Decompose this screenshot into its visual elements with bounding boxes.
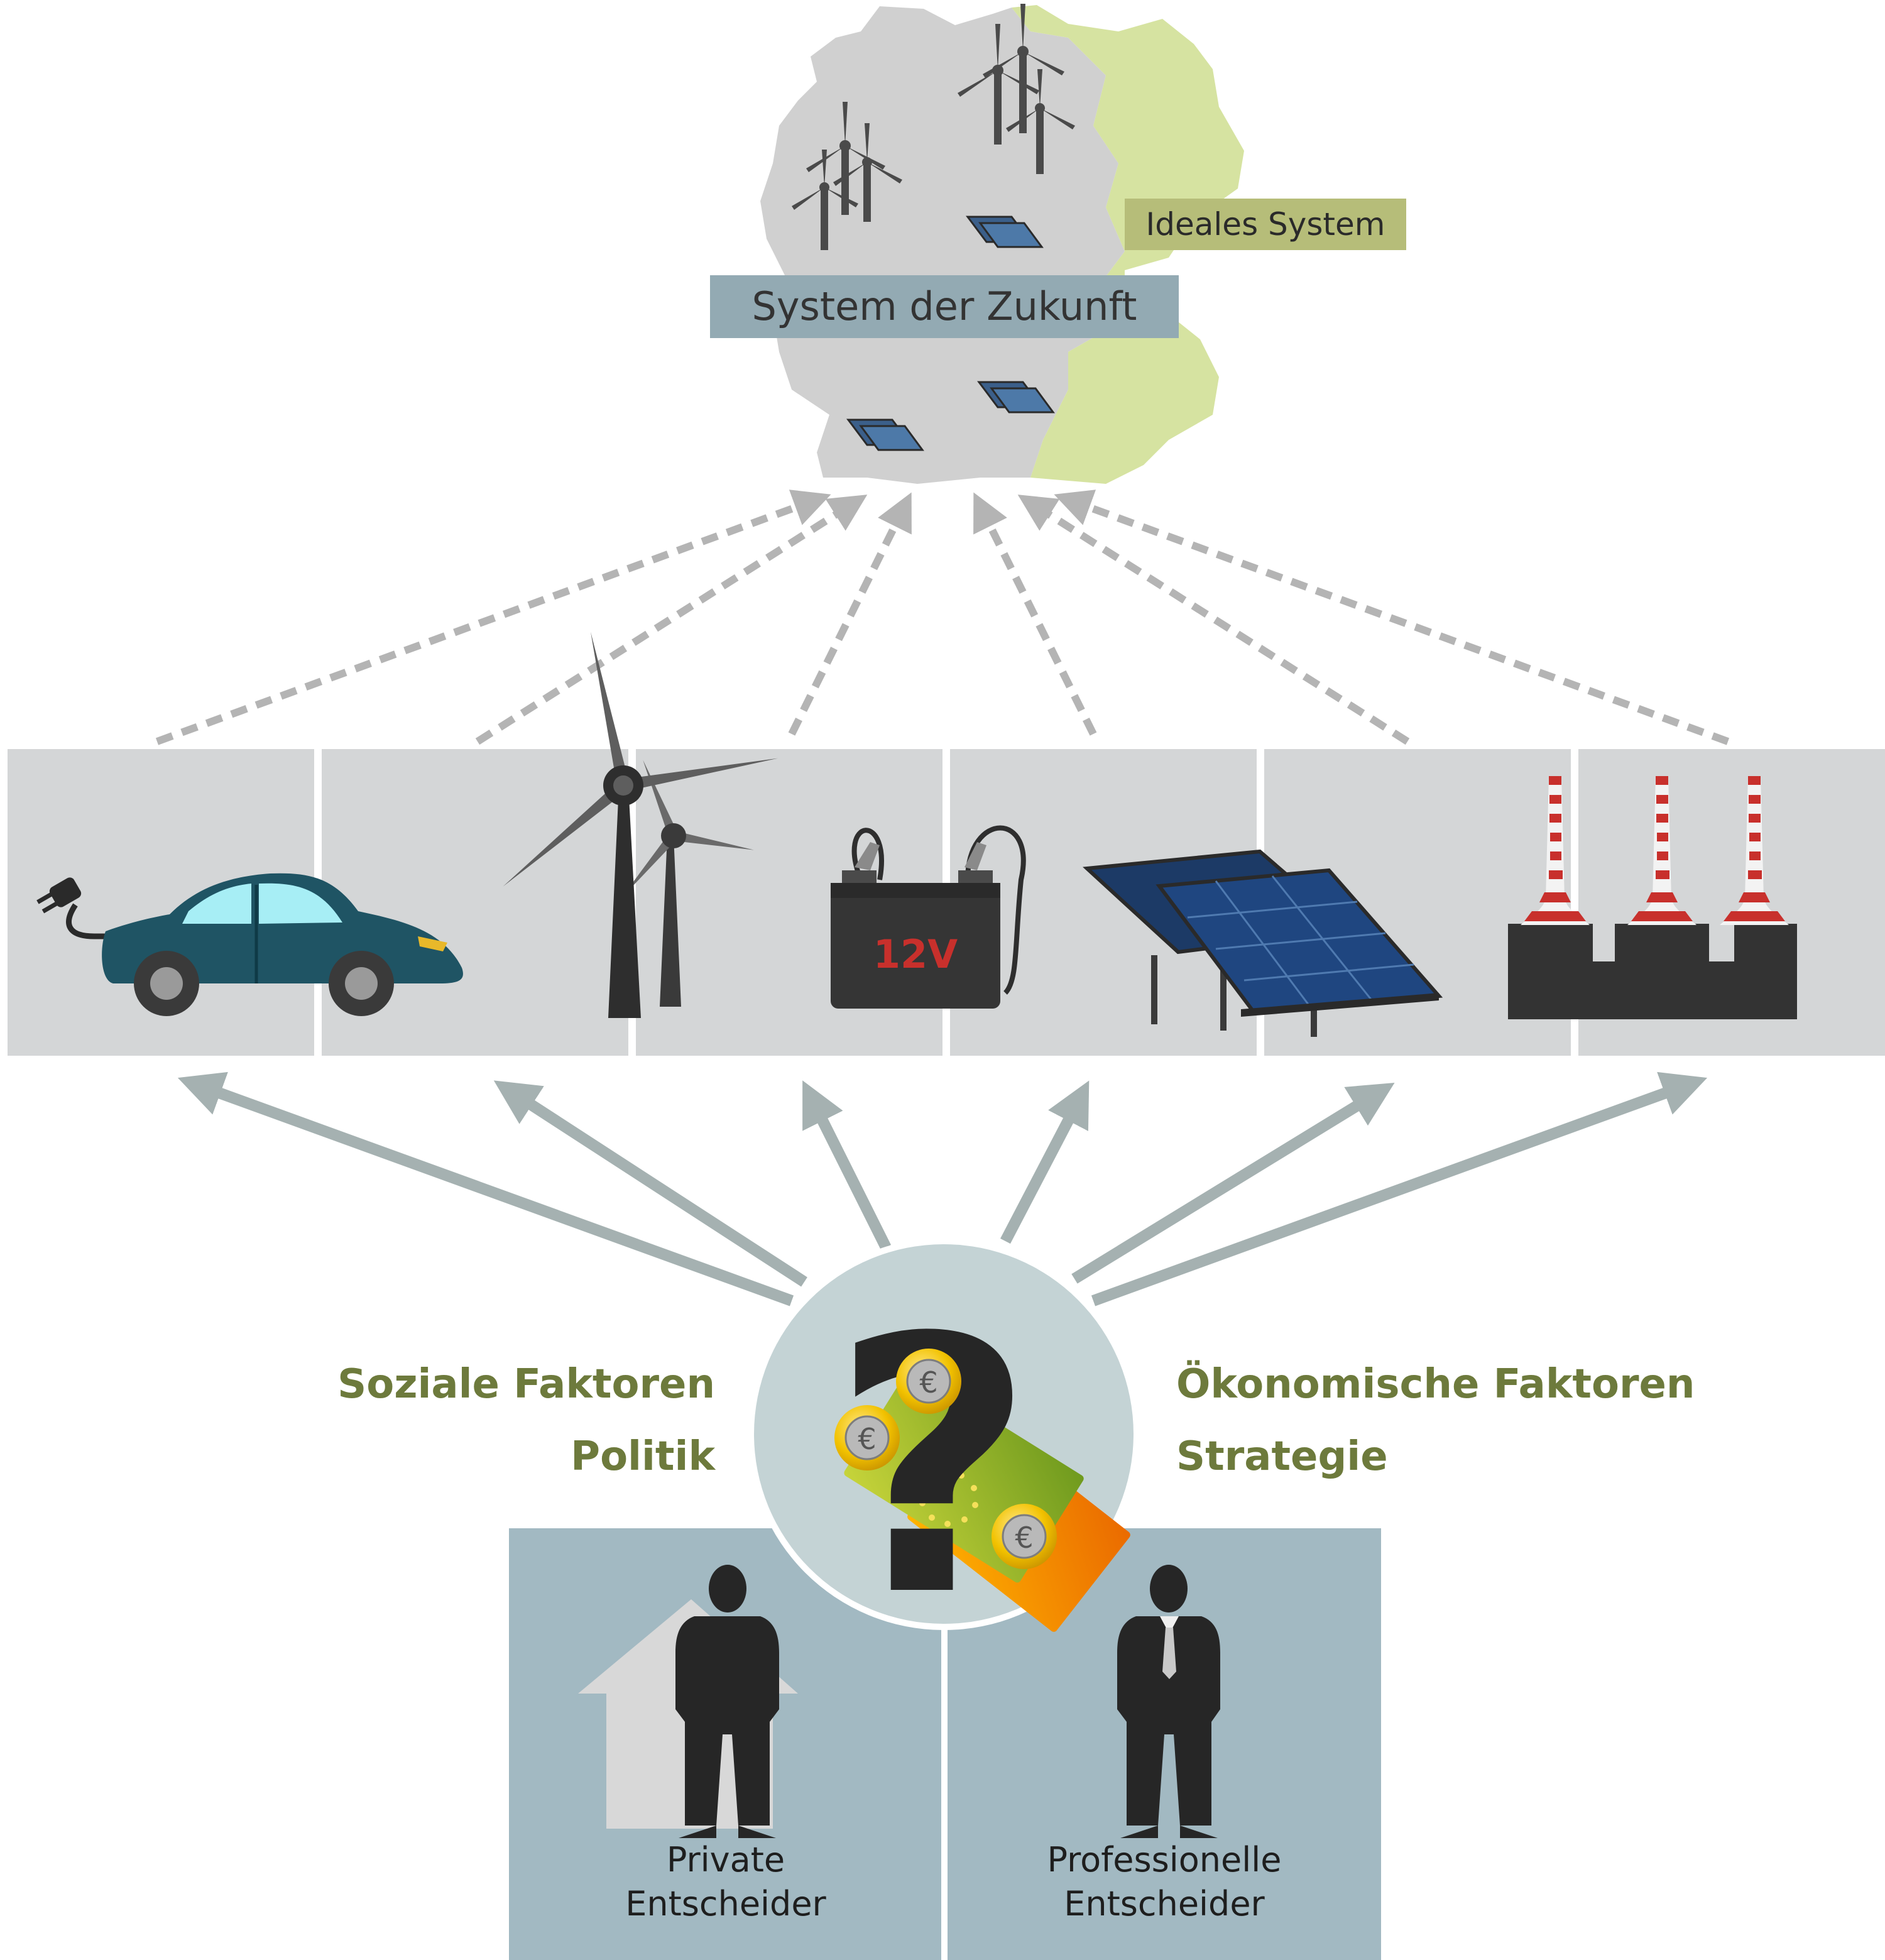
solid-arrows — [177, 1071, 1708, 1306]
svg-text:€: € — [858, 1422, 876, 1456]
factor-social: Soziale Faktoren — [337, 1361, 715, 1408]
map-wind-turbine-icon — [792, 4, 1075, 250]
battery-icon: 12V — [831, 825, 1026, 1009]
svg-text:€: € — [919, 1366, 937, 1399]
wind-turbine-icon — [503, 632, 779, 1018]
smokestack — [1720, 776, 1789, 925]
svg-text:€: € — [1015, 1521, 1033, 1555]
dashed-arrow — [1017, 495, 1410, 745]
ideal-system-label: Ideales System — [1125, 199, 1406, 250]
dashed-arrow — [1054, 490, 1730, 745]
professional-decider-line2: Entscheider — [1064, 1884, 1265, 1924]
professional-person-icon — [1117, 1565, 1220, 1838]
factor-politics: Politik — [571, 1433, 715, 1480]
solid-arrow — [1000, 1080, 1090, 1244]
dashed-arrow — [155, 490, 831, 745]
smokestack — [1627, 776, 1696, 925]
dashed-arrows — [155, 490, 1730, 745]
solid-arrow — [1091, 1071, 1708, 1306]
solid-arrow — [1071, 1082, 1395, 1284]
battery-voltage-label: 12V — [873, 931, 958, 977]
map-region-gray — [760, 6, 1125, 484]
professional-decider-label: Professionelle Entscheider — [948, 1838, 1381, 1926]
private-decider-line1: Private — [666, 1840, 785, 1880]
private-decider-line2: Entscheider — [625, 1884, 826, 1924]
decision-circle: ? € € € — [748, 1238, 1140, 1673]
solid-arrow — [493, 1080, 807, 1287]
solid-arrow — [802, 1080, 892, 1251]
dashed-arrow — [788, 492, 912, 736]
dashed-arrow — [973, 492, 1097, 736]
private-decider-label: Private Entscheider — [509, 1838, 942, 1926]
future-system-label: System der Zukunft — [710, 275, 1179, 338]
power-plant-icon — [1508, 776, 1797, 1019]
map-solar-panel-icon — [846, 216, 1055, 451]
solar-panel-icon — [1083, 849, 1443, 1037]
euro-coin-icon: € — [992, 1504, 1057, 1569]
factor-strategy: Strategie — [1176, 1433, 1388, 1480]
dashed-arrow — [475, 495, 868, 745]
euro-coin-icon: € — [834, 1405, 900, 1470]
private-person-icon — [675, 1565, 779, 1838]
smokestack — [1521, 776, 1590, 925]
electric-car-icon — [36, 873, 463, 1016]
euro-coin-icon: € — [896, 1349, 961, 1414]
solid-arrow — [177, 1071, 794, 1306]
factor-economic: Ökonomische Faktoren — [1176, 1361, 1695, 1408]
professional-decider-line1: Professionelle — [1047, 1840, 1282, 1880]
